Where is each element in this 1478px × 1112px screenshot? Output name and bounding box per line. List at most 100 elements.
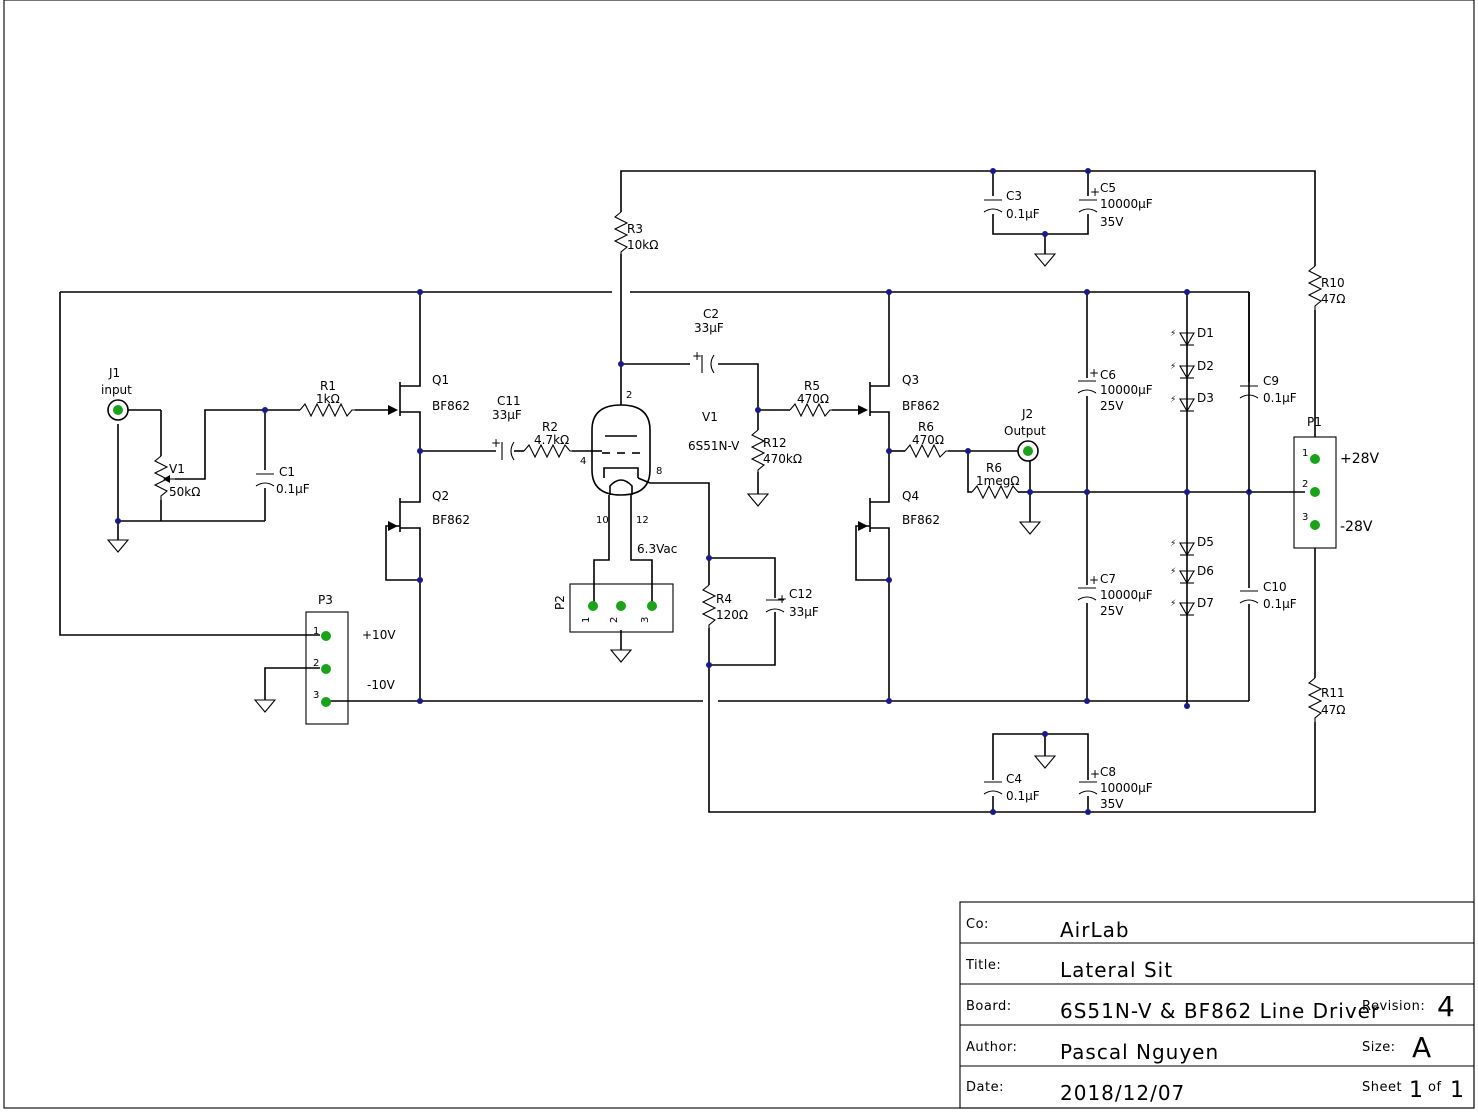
svg-text:⚡: ⚡	[1170, 329, 1176, 339]
svg-text:BF862: BF862	[902, 513, 940, 527]
svg-text:Q4: Q4	[902, 489, 919, 503]
svg-text:Q2: Q2	[432, 489, 449, 503]
resistor-r6-series: R6 470Ω	[904, 420, 948, 459]
svg-text:P3: P3	[318, 593, 333, 607]
svg-text:C6: C6	[1100, 368, 1116, 382]
resistor-r11: R11 47Ω	[1307, 677, 1345, 722]
svg-text:4.7kΩ: 4.7kΩ	[534, 433, 569, 447]
svg-text:D7: D7	[1197, 596, 1214, 610]
svg-text:47Ω: 47Ω	[1321, 292, 1345, 306]
led-d2: ⚡ D2	[1170, 359, 1214, 380]
svg-text:1: 1	[313, 626, 319, 637]
svg-text:D5: D5	[1197, 535, 1214, 549]
svg-text:R3: R3	[627, 222, 643, 236]
svg-text:C10: C10	[1263, 580, 1287, 594]
svg-text:+: +	[692, 349, 702, 363]
svg-text:3: 3	[640, 617, 651, 623]
wires	[59, 170, 1316, 813]
svg-text:-10V: -10V	[367, 678, 396, 692]
svg-text:0.1µF: 0.1µF	[1263, 597, 1297, 611]
svg-text:4: 4	[580, 456, 586, 467]
svg-text:⚡: ⚡	[1170, 395, 1176, 405]
capacitor-c1: C1 0.1µF	[255, 465, 310, 496]
svg-text:D2: D2	[1197, 359, 1214, 373]
svg-text:+: +	[1090, 185, 1100, 199]
capacitor-c5: + C5 10000µF 35V	[1078, 181, 1153, 229]
svg-text:C11: C11	[497, 394, 521, 408]
svg-text:R4: R4	[716, 592, 732, 606]
svg-text:C1: C1	[279, 465, 295, 479]
co-label: Co:	[966, 917, 989, 932]
svg-text:47Ω: 47Ω	[1321, 703, 1345, 717]
board-name: 6S51N-V & BF862 Line Driver	[1060, 999, 1380, 1023]
svg-text:+: +	[1089, 366, 1099, 380]
svg-text:C8: C8	[1100, 765, 1116, 779]
svg-text:25V: 25V	[1100, 399, 1124, 413]
svg-text:470Ω: 470Ω	[797, 392, 829, 406]
svg-text:C2: C2	[703, 307, 719, 321]
svg-text:50kΩ: 50kΩ	[169, 485, 200, 499]
capacitor-c12: + C12 33µF	[765, 587, 819, 619]
capacitor-c6: + C6 10000µF 25V	[1077, 366, 1153, 413]
svg-text:1kΩ: 1kΩ	[316, 392, 340, 406]
svg-text:⚡: ⚡	[1170, 599, 1176, 609]
sheet-label: Sheet	[1362, 1080, 1402, 1095]
svg-text:3: 3	[313, 690, 319, 701]
svg-text:input: input	[101, 383, 132, 397]
svg-text:C12: C12	[789, 587, 813, 601]
connector-p3: P3 1 2 3 +10V -10V	[305, 593, 396, 725]
connector-p2: P2 1 2 3 6.3Vac	[553, 542, 677, 633]
svg-text:BF862: BF862	[902, 399, 940, 413]
svg-text:0.1µF: 0.1µF	[1263, 391, 1297, 405]
svg-text:R11: R11	[1321, 686, 1345, 700]
svg-text:BF862: BF862	[432, 513, 470, 527]
size-value: A	[1412, 1031, 1431, 1064]
svg-text:10: 10	[596, 515, 609, 526]
svg-text:Q1: Q1	[432, 373, 449, 387]
resistor-r12: R12 470kΩ	[750, 429, 802, 472]
svg-text:V1: V1	[169, 462, 185, 476]
svg-text:1: 1	[581, 617, 592, 623]
svg-text:10000µF: 10000µF	[1100, 383, 1153, 397]
capacitor-c8: + C8 10000µF 35V	[1078, 765, 1153, 811]
ground-icons	[106, 253, 1057, 769]
sheet-number: 1	[1409, 1078, 1423, 1103]
svg-text:0.1µF: 0.1µF	[276, 482, 310, 496]
svg-text:D1: D1	[1197, 326, 1214, 340]
svg-text:R6: R6	[986, 461, 1002, 475]
svg-text:1megΩ: 1megΩ	[976, 474, 1020, 488]
jfet-q4: Q4 BF862	[858, 489, 940, 532]
title-block: Co: AirLab Title: Lateral Sit Board: 6S5…	[959, 901, 1475, 1109]
svg-text:+10V: +10V	[362, 628, 396, 642]
svg-text:⚡: ⚡	[1170, 567, 1176, 577]
resistor-r6-shunt: R6 1megΩ	[971, 461, 1020, 500]
svg-text:+: +	[777, 592, 787, 606]
capacitor-c9: C9 0.1µF	[1239, 374, 1297, 492]
company-name: AirLab	[1060, 918, 1130, 942]
led-d1: ⚡ D1	[1170, 326, 1214, 347]
connector-j1: J1 input	[101, 366, 132, 421]
connector-j2: J2 Output	[1004, 407, 1046, 462]
svg-text:10000µF: 10000µF	[1100, 781, 1153, 795]
svg-text:BF862: BF862	[432, 399, 470, 413]
sheet-of-label: of	[1428, 1080, 1442, 1095]
svg-text:R5: R5	[804, 379, 820, 393]
svg-text:P2: P2	[553, 595, 567, 610]
svg-text:R2: R2	[542, 420, 558, 434]
svg-text:1: 1	[1302, 448, 1308, 459]
svg-text:P1: P1	[1307, 415, 1322, 429]
svg-text:C4: C4	[1006, 772, 1022, 786]
svg-text:Q3: Q3	[902, 373, 919, 387]
potentiometer-v1: V1 50kΩ	[153, 455, 200, 500]
svg-text:+: +	[1089, 573, 1099, 587]
svg-text:10000µF: 10000µF	[1100, 197, 1153, 211]
svg-text:470kΩ: 470kΩ	[763, 452, 802, 466]
svg-text:2: 2	[313, 658, 319, 669]
svg-text:35V: 35V	[1100, 215, 1124, 229]
svg-text:J1: J1	[108, 366, 120, 380]
svg-text:10000µF: 10000µF	[1100, 588, 1153, 602]
svg-text:33µF: 33µF	[694, 321, 724, 335]
svg-text:2: 2	[1302, 479, 1308, 490]
svg-text:⚡: ⚡	[1170, 362, 1176, 372]
svg-text:R12: R12	[763, 436, 787, 450]
